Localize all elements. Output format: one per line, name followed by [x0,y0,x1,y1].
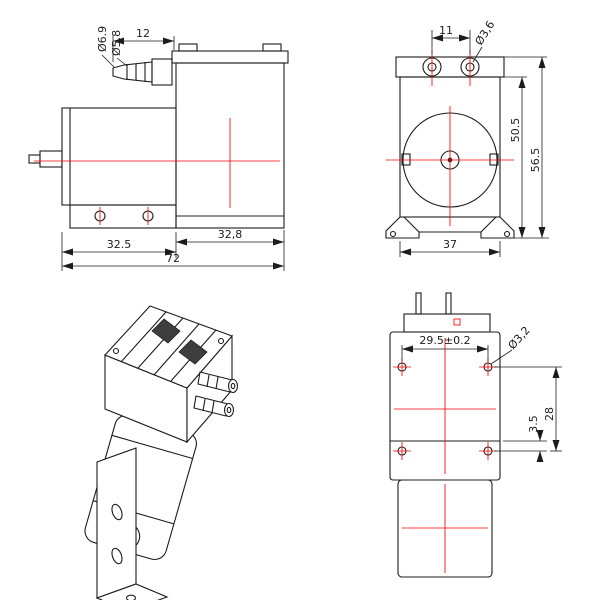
iso-screw-1 [112,347,120,355]
iso-barb-2-end [223,402,235,418]
side-view-dimensions: 12 Ø6.9 Ø5.8 32,8 32.5 72 [61,26,285,271]
dim-hole-edge-label: 3.5 [527,415,540,433]
dim-hole-spacing-label: 29.5±0.2 [419,334,470,347]
leader-line [101,54,115,68]
side-boss-left [401,153,411,166]
back-view-centerlines [393,318,497,573]
foot-hole-left [389,230,397,238]
barb-cone [112,61,153,83]
iso-barb-2 [193,395,229,417]
foot-left [385,216,420,239]
dim-motor-length-label: 32.5 [107,238,132,251]
iso-barb-2-bore [226,406,232,414]
iso-barb-1-end [227,378,239,394]
iso-valve-cover-2 [178,339,208,365]
iso-bracket-slot-2 [111,547,123,565]
back-motor-body [397,479,493,578]
dim-height-total-label: 56.5 [529,148,542,173]
dim-barb-length-label: 12 [136,27,150,40]
dim-barb-id-label: Ø5.8 [110,30,123,56]
front-view-centerlines [386,50,514,226]
dim-barb-od-label: Ø6.9 [96,26,109,52]
side-view-geometry [28,43,289,229]
isometric-view [84,305,239,600]
motor-shaft-tip [28,154,41,164]
leader-line [116,57,128,67]
iso-bracket-slot-1 [111,503,123,521]
barb-ridges [126,62,146,82]
iso-valve-cover-1 [151,318,181,344]
dim-total-length-label: 72 [166,252,180,265]
dim-hole-rows-label: 28 [543,407,556,421]
iso-barb-1-bore [230,382,236,390]
side-view-centerlines [34,118,280,225]
side-boss-right [489,153,499,166]
leader-line [490,349,513,365]
dim-port-spacing-label: 11 [439,24,453,37]
foot-hole-right [503,230,511,238]
iso-head-top-face [104,305,233,389]
iso-barb-1 [197,371,233,393]
iso-screw-2 [217,337,225,345]
hole-center-marks [393,358,497,460]
iso-geometry [84,305,239,600]
dim-width-label: 37 [443,238,457,251]
dim-head-length-label: 32,8 [218,228,243,241]
side-bracket [69,204,177,229]
iso-bracket-foot [95,583,169,600]
iso-foot-hole [125,594,137,600]
iso-bracket-plate [96,447,137,599]
iso-barb-ridges [202,374,219,414]
leader-line [472,46,483,63]
terminal-polarity-mark [453,318,461,326]
foot-right [480,216,515,239]
side-view: 12 Ø6.9 Ø5.8 32,8 32.5 72 [28,26,289,271]
iso-motor-seam [111,434,193,460]
dim-height-partial-label: 50.5 [509,118,522,143]
